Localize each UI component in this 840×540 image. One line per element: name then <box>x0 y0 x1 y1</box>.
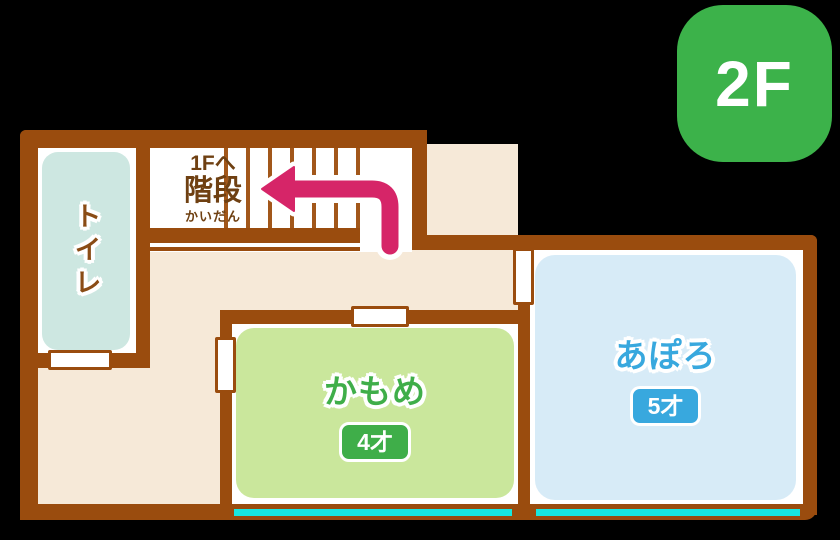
wall-right <box>803 235 817 515</box>
floor-badge-2f[interactable]: 2F <box>677 5 832 162</box>
room-kamome-name: かもめ <box>324 372 426 410</box>
wall-top <box>20 130 427 148</box>
room-kamome-label-group: かもめ 4才 <box>236 328 514 498</box>
door-kamome-top <box>351 306 409 327</box>
room-apollo-label-group: あぽろ 5才 <box>535 255 796 500</box>
wall-right-section-top <box>412 235 817 250</box>
room-apollo-name: あぽろ <box>614 337 717 374</box>
door-kamome-left <box>215 337 236 393</box>
stair-furigana-label: かいだん <box>184 209 241 224</box>
room-apollo-age-badge: 5才 <box>629 386 702 426</box>
window-apollo <box>536 509 800 516</box>
door-apollo <box>513 248 534 305</box>
door-toilet <box>48 350 112 370</box>
stair-kanji-label: 階段 <box>183 175 242 207</box>
toilet-floor <box>42 152 130 350</box>
stairs-down-arrow-icon <box>256 161 404 260</box>
room-kamome-age-badge: 4才 <box>339 421 411 462</box>
stair-tread-line <box>224 148 228 231</box>
stair-label: 1Fへ 階段 かいだん <box>158 153 268 223</box>
wall-toilet-right <box>136 148 150 368</box>
wall-stair-bottom-rail <box>138 247 360 251</box>
toilet-label: トイレ <box>70 201 101 301</box>
room-kamome-floor <box>236 328 514 498</box>
wall-stair-bottom <box>138 228 360 243</box>
window-kamome <box>234 509 512 516</box>
stair-tread-line <box>246 148 250 231</box>
room-apollo-floor <box>535 255 796 500</box>
wall-left <box>20 130 38 520</box>
wall-stair-right <box>412 130 427 250</box>
stair-destination-label: 1Fへ <box>190 152 236 175</box>
